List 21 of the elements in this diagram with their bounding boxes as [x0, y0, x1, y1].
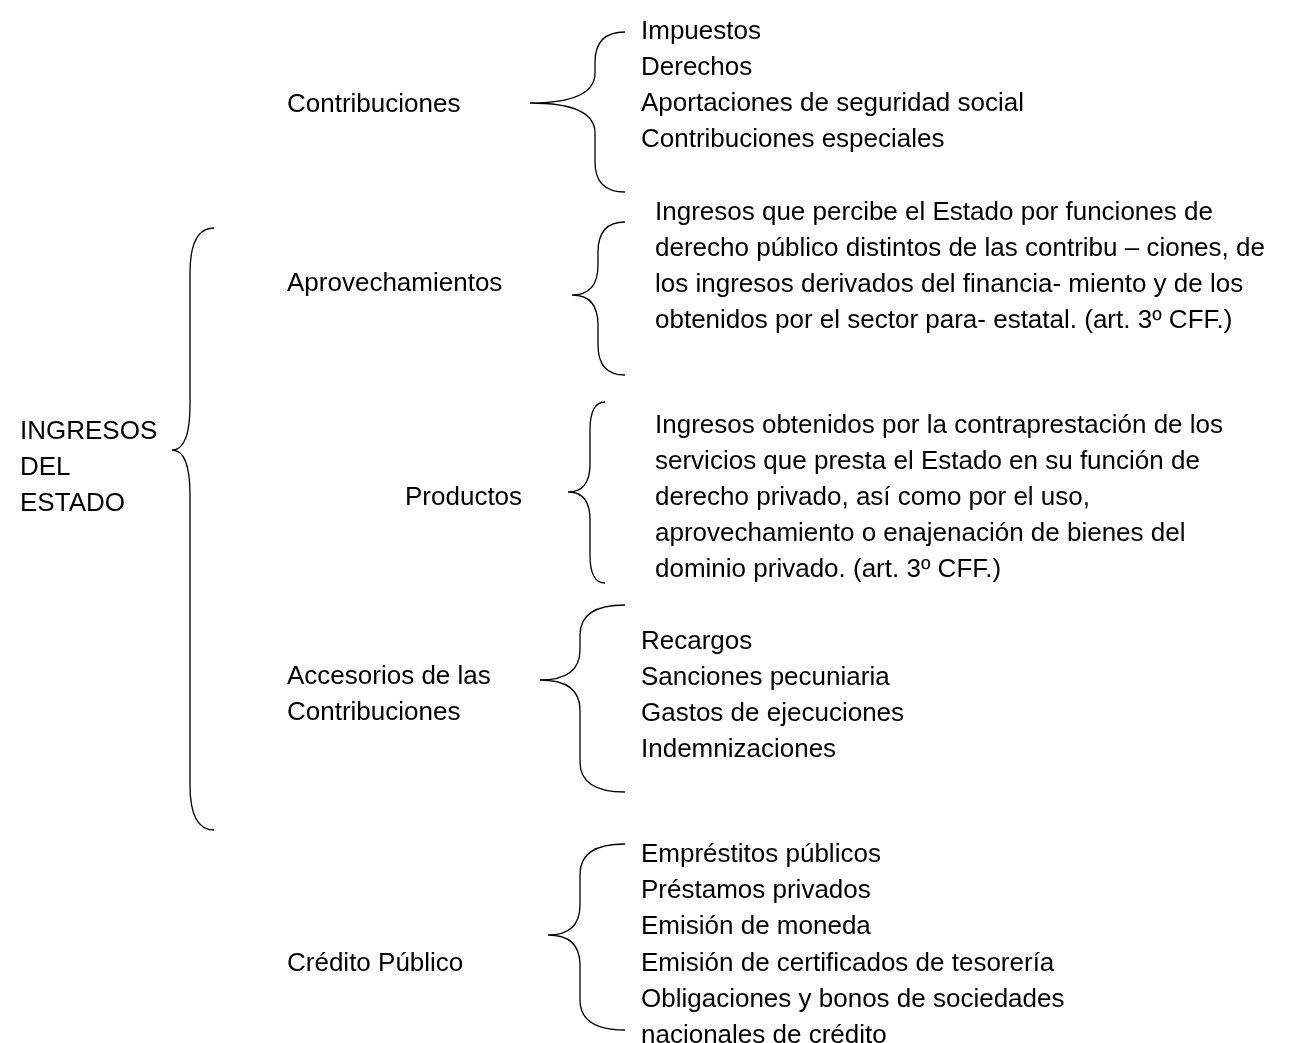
list-item: Derechos: [641, 50, 753, 83]
category-text: Accesorios de las Contribuciones: [287, 659, 492, 728]
category-text: Productos: [405, 480, 523, 513]
definition-text: Ingresos que percibe el Estado por funciones de derecho público distintos de las contribu – ciones, de los ingresos derivados del financia- miento y de los obtenidos por el sector para- estatal. (art. 3º CFF.): [655, 195, 1266, 336]
list-item: Préstamos privados: [641, 873, 871, 906]
list-item: Emisión de certificados de tesorería: [641, 946, 1055, 979]
category-text: Aprovechamientos: [287, 266, 503, 299]
list-item: Recargos: [641, 624, 753, 657]
list-item: Empréstitos públicos: [641, 837, 881, 870]
list-item: Aportaciones de seguridad social: [641, 86, 1025, 119]
list-item: Indemnizaciones: [641, 732, 837, 765]
category-text: Crédito Público: [287, 946, 464, 979]
list-item: Contribuciones especiales: [641, 122, 945, 155]
list-item: Emisión de moneda: [641, 909, 871, 942]
list-item: Impuestos: [641, 14, 761, 47]
list-item: Gastos de ejecuciones: [641, 696, 905, 729]
definition-text: Ingresos obtenidos por la contraprestación de los servicios que presta el Estado en su función de derecho privado, así como por el uso, aprovechamiento o enajenación de bienes del dominio privado. (art. 3º CFF.): [655, 408, 1224, 585]
category-text: Contribuciones: [287, 87, 461, 120]
heading-text: INGRESOS DEL ESTADO: [20, 414, 159, 519]
list-item: Sanciones pecuniaria: [641, 660, 890, 693]
list-item: Obligaciones y bonos de sociedades nacionales de crédito: [641, 982, 1066, 1043]
